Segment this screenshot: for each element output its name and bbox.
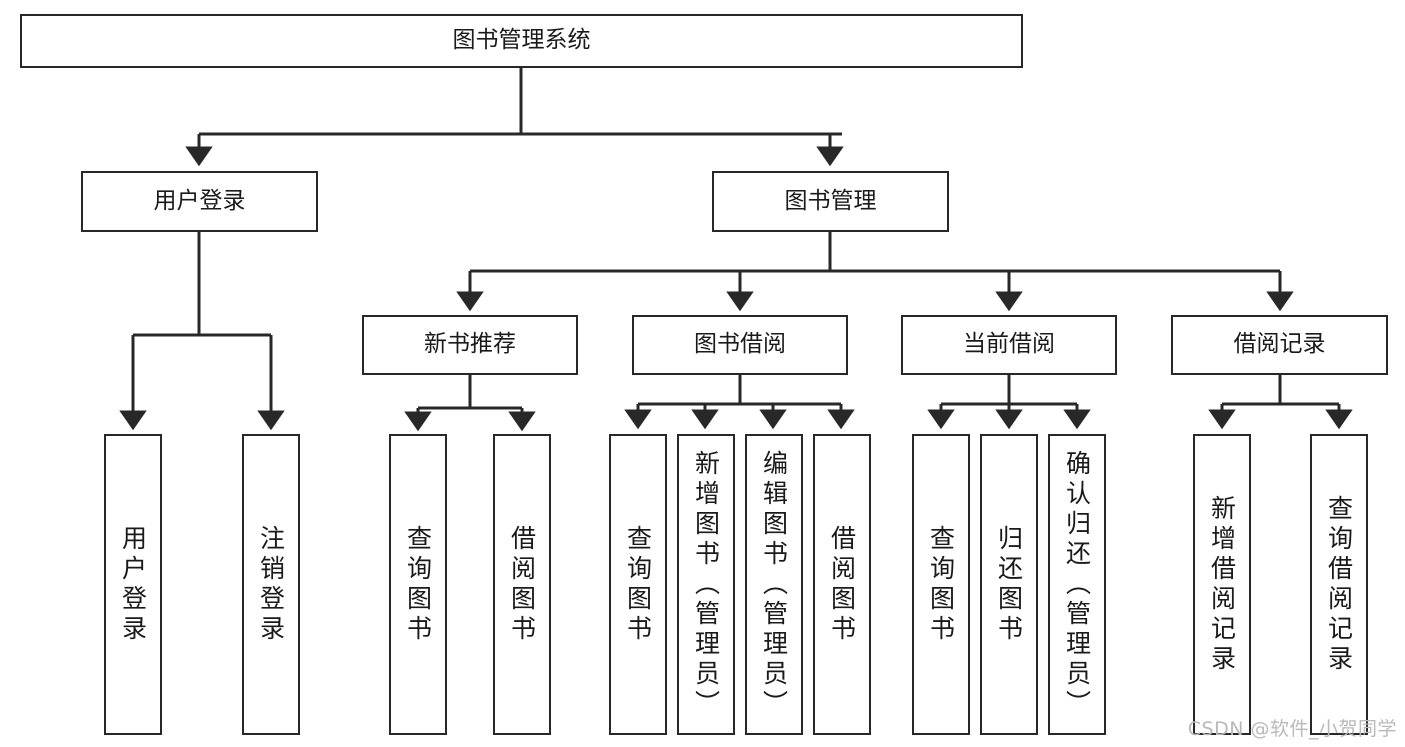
node-book-borrow-label: 图书借阅 [694, 331, 786, 358]
node-leaf-query-book-3[interactable]: 查询图书 [912, 434, 970, 735]
node-leaf-query-record[interactable]: 查询借阅记录 [1310, 434, 1368, 735]
node-leaf-query-record-label: 查询借阅记录 [1324, 494, 1354, 675]
node-leaf-query-book-2-label: 查询图书 [623, 524, 653, 645]
node-leaf-confirm-return-label: 确认归还（管理员） [1062, 449, 1092, 720]
node-user-login[interactable]: 用户登录 [81, 171, 318, 232]
node-borrow-record-label: 借阅记录 [1233, 331, 1326, 358]
node-leaf-logout-login-label: 注销登录 [256, 524, 286, 645]
node-root[interactable]: 图书管理系统 [20, 14, 1023, 68]
node-leaf-query-book-2[interactable]: 查询图书 [609, 434, 667, 735]
node-leaf-query-book-1[interactable]: 查询图书 [389, 434, 447, 735]
node-current-borrow[interactable]: 当前借阅 [901, 315, 1117, 375]
node-leaf-borrow-book-1-label: 借阅图书 [507, 524, 537, 645]
node-leaf-return-book[interactable]: 归还图书 [980, 434, 1038, 735]
node-leaf-return-book-label: 归还图书 [994, 524, 1024, 645]
node-book-management[interactable]: 图书管理 [712, 171, 949, 232]
node-leaf-borrow-book-2[interactable]: 借阅图书 [813, 434, 871, 735]
node-new-book-recommend[interactable]: 新书推荐 [362, 315, 578, 375]
node-leaf-query-book-1-label: 查询图书 [403, 524, 433, 645]
node-current-borrow-label: 当前借阅 [963, 331, 1055, 358]
node-leaf-borrow-book-1[interactable]: 借阅图书 [493, 434, 551, 735]
node-user-login-label: 用户登录 [153, 187, 246, 214]
node-leaf-logout-login[interactable]: 注销登录 [242, 434, 300, 735]
node-leaf-add-book[interactable]: 新增图书（管理员） [677, 434, 735, 735]
node-leaf-add-record-label: 新增借阅记录 [1207, 494, 1237, 675]
node-leaf-edit-book[interactable]: 编辑图书（管理员） [745, 434, 803, 735]
node-root-label: 图书管理系统 [452, 27, 591, 54]
node-leaf-add-book-label: 新增图书（管理员） [691, 449, 721, 720]
node-leaf-query-book-3-label: 查询图书 [926, 524, 956, 645]
node-leaf-borrow-book-2-label: 借阅图书 [827, 524, 857, 645]
watermark: CSDN @软件_小贺同学 [1187, 718, 1397, 740]
node-new-book-recommend-label: 新书推荐 [424, 331, 516, 358]
node-leaf-user-login-label: 用户登录 [118, 524, 148, 645]
node-leaf-confirm-return[interactable]: 确认归还（管理员） [1048, 434, 1106, 735]
node-book-borrow[interactable]: 图书借阅 [632, 315, 848, 375]
node-leaf-edit-book-label: 编辑图书（管理员） [759, 449, 789, 720]
node-leaf-user-login[interactable]: 用户登录 [104, 434, 162, 735]
node-book-management-label: 图书管理 [784, 187, 877, 214]
node-leaf-add-record[interactable]: 新增借阅记录 [1193, 434, 1251, 735]
node-borrow-record[interactable]: 借阅记录 [1171, 315, 1388, 375]
